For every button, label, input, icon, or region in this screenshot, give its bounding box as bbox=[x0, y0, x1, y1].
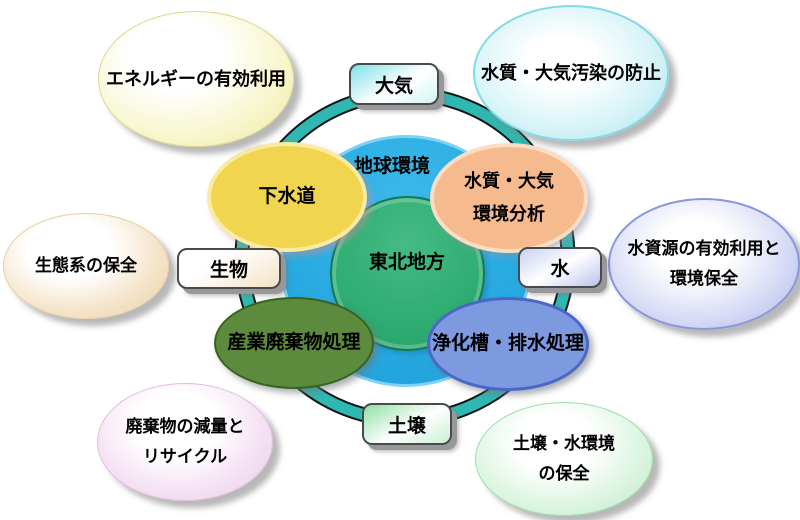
goal-ecosystem-label: 生態系の保全 bbox=[35, 256, 137, 275]
service-septic-drainage-label: 浄化槽・排水処理 bbox=[431, 333, 584, 354]
goal-waste-reduction-ellipse: 廃棄物の減量と リサイクル bbox=[97, 383, 273, 501]
domain-tag-water-label: 水 bbox=[550, 259, 570, 280]
service-sewerage-label: 下水道 bbox=[258, 186, 316, 207]
domain-tag-air-label: 大気 bbox=[374, 75, 413, 97]
domain-tag-soil-label: 土壌 bbox=[387, 415, 426, 437]
service-analysis-ellipse: 水質・大気 環境分析 bbox=[430, 143, 588, 253]
domain-tag-biology: 生物 bbox=[177, 248, 281, 289]
service-analysis-label-line1: 水質・大気 bbox=[464, 171, 554, 191]
goal-waste-reduction-label-line2: リサイクル bbox=[142, 447, 228, 466]
domain-tag-water: 水 bbox=[518, 247, 602, 288]
goal-water-resources-ellipse: 水資源の有効利用と 環境保全 bbox=[608, 198, 800, 330]
goal-pollution-prevention-label: 水質・大気汚染の防止 bbox=[481, 63, 661, 83]
domain-tag-soil: 土壌 bbox=[362, 403, 452, 445]
goal-soil-water-env-label-line1: 土壌・水環境 bbox=[513, 434, 615, 453]
goal-soil-water-env-label-line2: の保全 bbox=[538, 464, 590, 483]
service-analysis-label-line2: 環境分析 bbox=[473, 204, 545, 224]
goal-water-resources-label-line1: 水資源の有効利用と bbox=[627, 239, 781, 258]
goal-energy-label: エネルギーの有効利用 bbox=[106, 69, 286, 89]
domain-tag-air: 大気 bbox=[349, 63, 439, 105]
goal-water-resources-label-line2: 環境保全 bbox=[670, 269, 738, 288]
service-industrial-waste-ellipse: 産業廃棄物処理 bbox=[214, 297, 374, 389]
goal-ecosystem-ellipse: 生態系の保全 bbox=[3, 213, 169, 319]
tohoku-region-label: 東北地方 bbox=[368, 251, 445, 273]
service-septic-drainage-ellipse: 浄化槽・排水処理 bbox=[427, 297, 589, 391]
goal-energy-ellipse: エネルギーの有効利用 bbox=[98, 11, 294, 147]
goal-soil-water-env-ellipse: 土壌・水環境 の保全 bbox=[475, 402, 653, 516]
service-sewerage-ellipse: 下水道 bbox=[207, 142, 367, 252]
global-environment-label: 地球環境 bbox=[353, 155, 430, 177]
goal-pollution-prevention-ellipse: 水質・大気汚染の防止 bbox=[473, 5, 669, 141]
domain-tag-biology-label: 生物 bbox=[209, 260, 248, 281]
goal-waste-reduction-label-line1: 廃棄物の減量と bbox=[125, 417, 245, 436]
service-industrial-waste-label: 産業廃棄物処理 bbox=[227, 332, 361, 353]
